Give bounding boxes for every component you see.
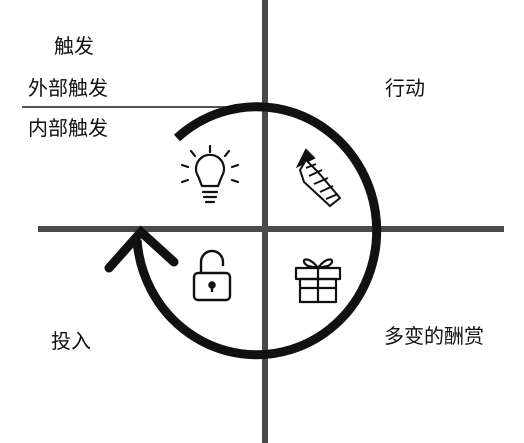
lightbulb-icon [180,144,240,204]
unlocked-padlock-icon [192,249,232,302]
trigger-title: 触发 [54,36,94,58]
external-trigger-label: 外部触发 [28,78,108,100]
cycle-arrowhead [104,225,179,273]
internal-trigger-label: 内部触发 [28,118,108,140]
investment-label: 投入 [51,331,91,353]
gift-icon [294,258,342,304]
action-label: 行动 [385,78,425,100]
drill-icon [295,148,342,208]
cycle-arrow [132,102,382,360]
variable-reward-label: 多变的酬赏 [384,326,484,348]
